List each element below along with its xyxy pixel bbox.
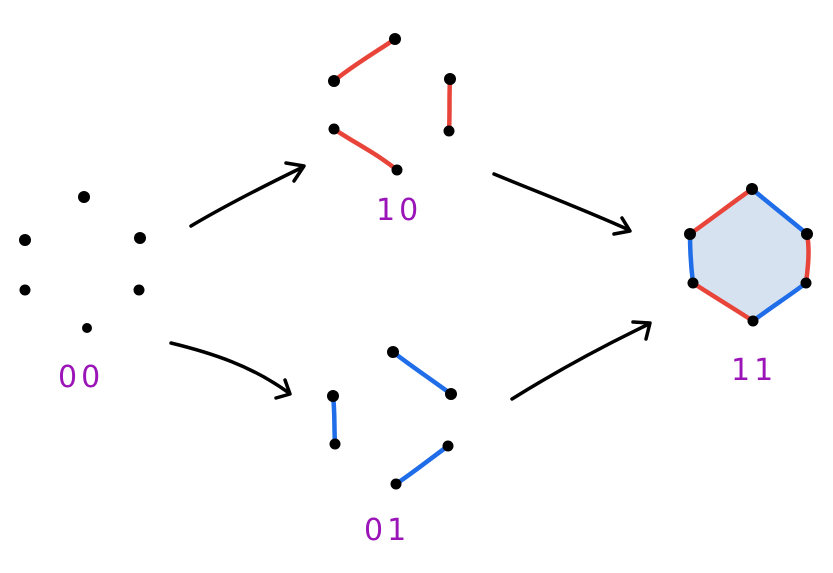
vertex (687, 277, 699, 289)
arrows (169, 161, 652, 401)
arrow-01-to-11 (510, 320, 652, 401)
red-edge (331, 36, 398, 84)
vertex (442, 440, 454, 452)
red-edge (803, 231, 811, 286)
red-edge (331, 126, 400, 173)
stage-01: 01 (327, 346, 457, 548)
vertex (684, 228, 696, 240)
vertex (747, 315, 759, 327)
vertex (328, 123, 340, 135)
blue-edge (393, 443, 451, 487)
stage-label-11: 11 (731, 353, 777, 388)
vertex (133, 284, 145, 296)
stage-label-00: 00 (58, 360, 104, 395)
vertex (389, 33, 401, 45)
vertex (444, 73, 456, 85)
vertex (800, 277, 812, 289)
stage-00: 00 (19, 191, 146, 395)
vertex (387, 346, 399, 358)
arrow-10-to-11 (492, 172, 632, 236)
vertex (328, 75, 340, 87)
blue-edge (330, 393, 338, 447)
vertex (443, 125, 455, 137)
stage-10: 10 (328, 33, 456, 228)
blue-edge (750, 280, 809, 324)
vertex (19, 284, 31, 296)
blue-edge (390, 349, 454, 397)
arrow-00-to-10 (189, 161, 306, 228)
stage-label-01: 01 (364, 513, 410, 548)
red-edge (690, 280, 756, 324)
arrow-00-to-01 (169, 341, 292, 400)
stage-11: 11 (684, 183, 813, 388)
vertex (82, 323, 92, 333)
vertex (329, 438, 341, 450)
vertex (327, 390, 339, 402)
stage-label-10: 10 (376, 193, 422, 228)
vertex (801, 228, 813, 240)
vertex (19, 234, 31, 246)
hexagon-face (690, 189, 807, 321)
vertex (390, 478, 402, 490)
red-edge (446, 76, 453, 134)
vertex (746, 183, 758, 195)
vertex (391, 164, 403, 176)
red-edge (687, 186, 755, 237)
vertex (445, 388, 457, 400)
vertex (134, 232, 146, 244)
vertex (78, 191, 90, 203)
blue-edge (749, 186, 810, 237)
